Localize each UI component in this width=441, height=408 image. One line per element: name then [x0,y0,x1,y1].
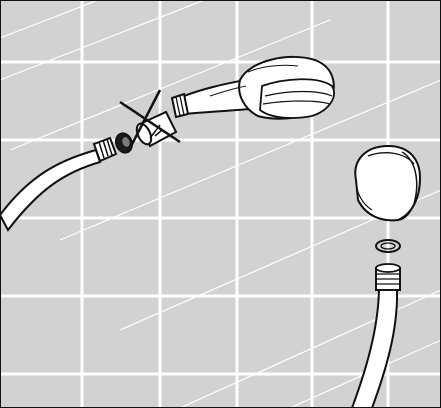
wall-holder [355,146,420,220]
hose-nut-right [376,264,400,290]
